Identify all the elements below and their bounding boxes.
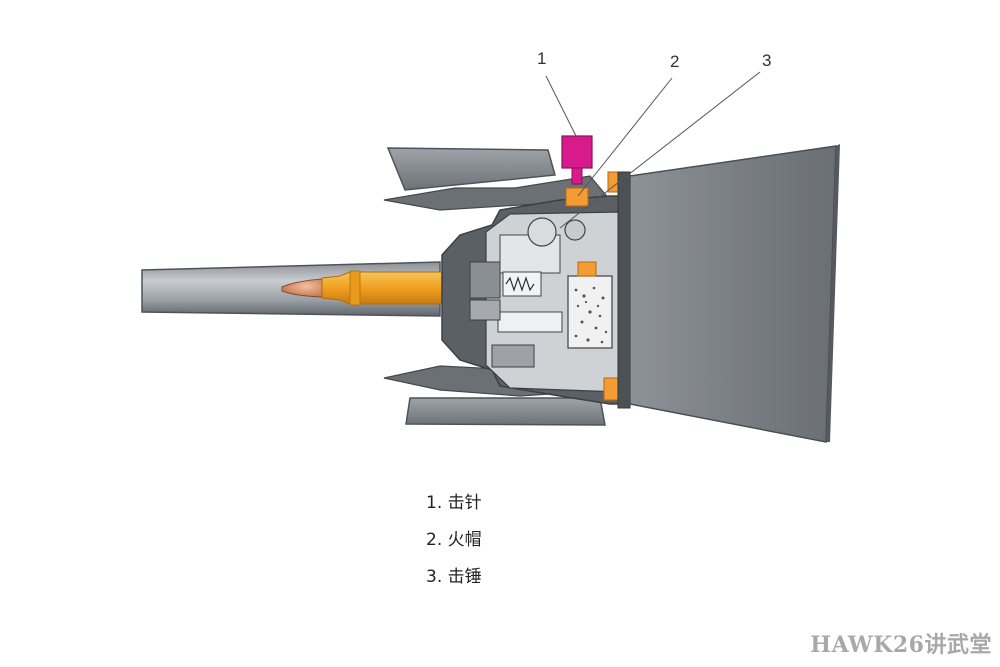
firing-mechanism <box>469 217 586 368</box>
leader-line-3 <box>559 71 761 229</box>
leader-line-2 <box>577 77 673 197</box>
booster-charge <box>567 261 613 349</box>
lower-seal <box>603 377 619 401</box>
legend-item-firing-pin: 1. 击针 <box>426 493 482 513</box>
callout-1: 1 <box>537 49 547 68</box>
legend-item-hammer: 3. 击锤 <box>426 567 482 587</box>
firing-pin <box>561 135 593 185</box>
watermark: HAWK26讲武堂 <box>810 632 992 658</box>
primer <box>565 187 589 207</box>
legend-item-primer: 2. 火帽 <box>426 530 482 550</box>
warhead-cone <box>617 144 840 443</box>
callout-3: 3 <box>762 51 772 70</box>
leader-line-1 <box>545 75 577 137</box>
cartridge <box>281 270 469 306</box>
callout-lines <box>545 71 761 229</box>
callout-2: 2 <box>670 52 680 71</box>
parts-legend: 1. 击针 2. 火帽 3. 击锤 <box>426 490 482 601</box>
